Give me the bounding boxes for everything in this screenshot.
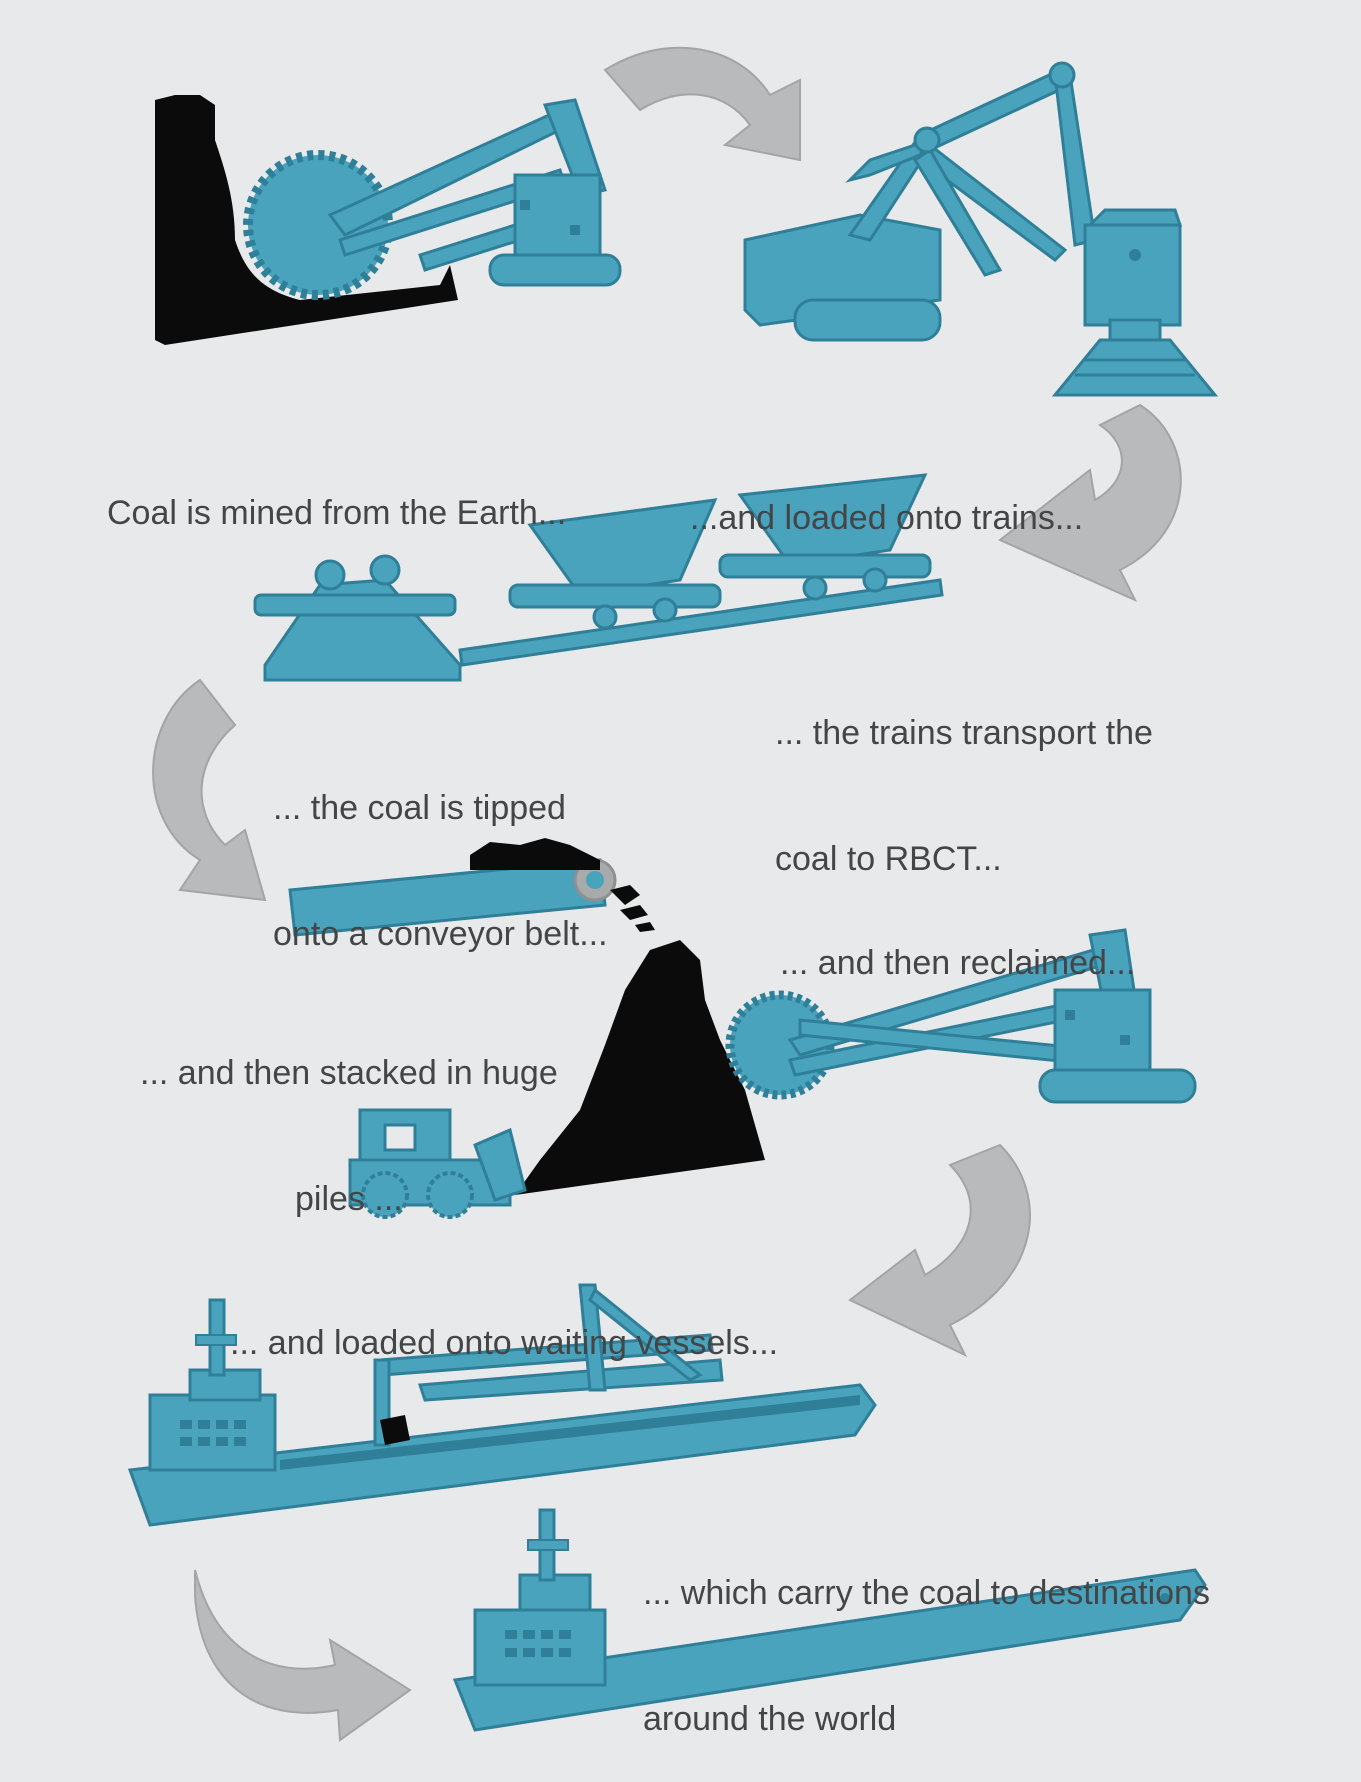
- caption-stacking: ... and then stacked in huge piles ...: [140, 968, 558, 1262]
- caption-line: ... and then reclaimed...: [780, 942, 1135, 984]
- arrow-icon: [850, 1145, 1030, 1355]
- caption-tipping: ... the coal is tipped onto a conveyor b…: [273, 703, 608, 997]
- caption-line: onto a conveyor belt...: [273, 913, 608, 955]
- bucket-wheel-excavator-icon: [155, 95, 620, 345]
- caption-shipping: ... which carry the coal to destinations…: [643, 1488, 1210, 1782]
- caption-line: Coal is mined from the Earth...: [107, 492, 566, 534]
- caption-reclaim: ... and then reclaimed...: [780, 858, 1135, 1026]
- caption-shiploading: ... and loaded onto waiting vessels...: [230, 1238, 778, 1406]
- dragline-and-loader-icon: [745, 63, 1215, 395]
- caption-line: ...and loaded onto trains...: [690, 497, 1083, 539]
- caption-loading: ...and loaded onto trains...: [690, 413, 1083, 581]
- arrow-icon: [605, 48, 800, 160]
- caption-line: ... which carry the coal to destinations: [643, 1572, 1210, 1614]
- arrow-icon: [195, 1570, 410, 1740]
- caption-line: ... and then stacked in huge: [140, 1052, 558, 1094]
- caption-line: around the world: [643, 1698, 1210, 1740]
- caption-line: ... and loaded onto waiting vessels...: [230, 1322, 778, 1364]
- arrow-icon: [153, 680, 265, 900]
- caption-line: ... the coal is tipped: [273, 787, 608, 829]
- caption-mining: Coal is mined from the Earth...: [107, 408, 566, 576]
- caption-line: ... the trains transport the: [775, 712, 1153, 754]
- caption-line: piles ...: [140, 1178, 558, 1220]
